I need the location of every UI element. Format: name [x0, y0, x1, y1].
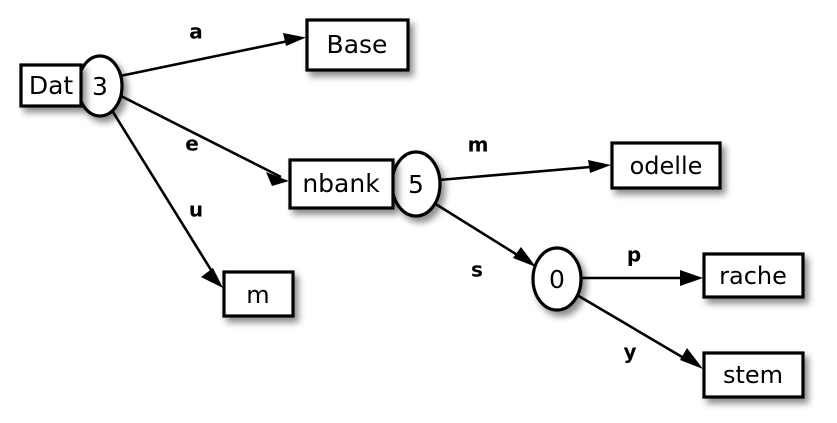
edge-m: m: [438, 133, 611, 182]
node-five-label: 5: [408, 170, 424, 199]
edge-e-arrowhead: [266, 172, 289, 186]
node-dat-shape[interactable]: [19, 63, 83, 108]
node-nbank[interactable]: nbank: [288, 158, 395, 210]
edge-e: e: [120, 94, 289, 186]
node-three-label: 3: [92, 72, 108, 101]
node-dat[interactable]: Dat: [19, 63, 83, 108]
edge-s: s: [433, 201, 536, 282]
edge-u-label: u: [189, 198, 203, 222]
node-m-box[interactable]: m: [222, 270, 295, 318]
edge-a: a: [119, 20, 306, 78]
edge-y-label: y: [623, 340, 636, 364]
edge-m-arrowhead: [588, 160, 611, 173]
node-nbank-label: nbank: [302, 169, 380, 198]
edge-u-line: [111, 111, 218, 279]
node-rache-label: rache: [719, 262, 787, 290]
node-dat-label: Dat: [29, 71, 74, 100]
node-zero-shape[interactable]: [531, 246, 583, 312]
node-stem[interactable]: stem: [702, 351, 805, 399]
edge-layer: a e u m s: [111, 20, 703, 369]
node-five[interactable]: 5: [390, 150, 442, 218]
node-stem-label: stem: [723, 361, 783, 389]
edge-s-arrowhead: [513, 247, 536, 267]
edge-y-line: [576, 293, 695, 366]
node-odelle-label: odelle: [630, 152, 703, 180]
node-rache-shape[interactable]: [702, 252, 805, 299]
edge-s-label: s: [471, 258, 483, 282]
node-stem-shape[interactable]: [702, 351, 805, 399]
edge-y: y: [576, 293, 703, 369]
node-rache[interactable]: rache: [702, 252, 805, 299]
node-base[interactable]: Base: [305, 18, 410, 72]
edge-u: u: [111, 111, 223, 288]
node-nbank-shape[interactable]: [288, 158, 395, 210]
node-base-shape[interactable]: [305, 18, 410, 72]
edge-a-arrowhead: [283, 33, 306, 46]
edge-s-line: [433, 201, 528, 263]
node-m-box-label: m: [246, 281, 269, 309]
node-three[interactable]: 3: [76, 54, 124, 118]
edge-y-arrowhead: [680, 348, 703, 369]
node-base-label: Base: [327, 30, 388, 59]
edge-p-arrowhead: [680, 270, 703, 286]
edge-e-line: [120, 94, 282, 179]
edge-a-line: [119, 37, 299, 78]
edge-p-label: p: [627, 243, 641, 267]
node-m-box-shape[interactable]: [222, 270, 295, 318]
edge-a-label: a: [189, 20, 203, 44]
node-zero-label: 0: [549, 265, 565, 294]
edge-e-label: e: [185, 132, 199, 156]
node-odelle[interactable]: odelle: [610, 141, 722, 190]
node-layer: 3 Dat Base 5 nbank m: [19, 18, 805, 399]
edge-m-label: m: [468, 133, 489, 157]
node-odelle-shape[interactable]: [610, 141, 722, 190]
edge-u-arrowhead: [201, 268, 223, 288]
edge-m-line: [438, 164, 603, 182]
edge-p: p: [581, 243, 703, 286]
node-zero[interactable]: 0: [531, 246, 583, 312]
